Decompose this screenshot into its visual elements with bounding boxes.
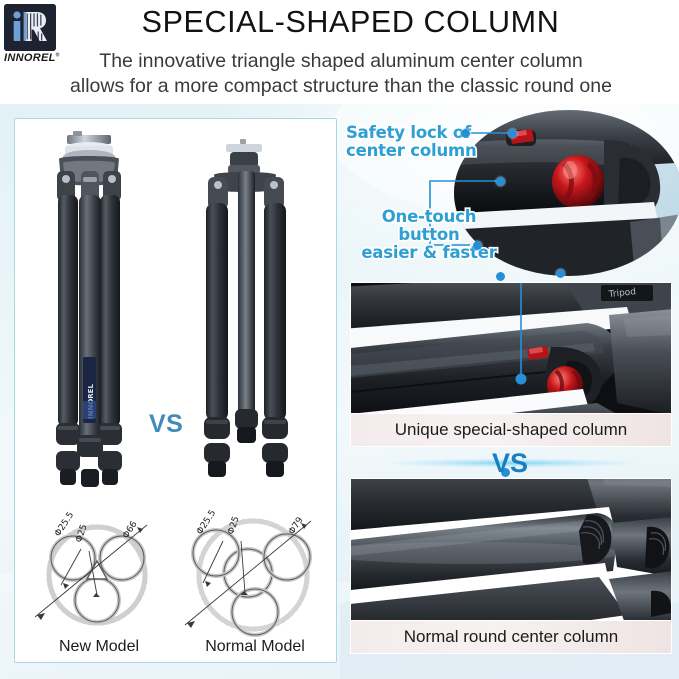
callout-onetouch-line-2: button — [397, 224, 462, 245]
normal-model-caption: Normal Model — [205, 638, 305, 655]
connector-dot-panel-mid — [496, 272, 505, 281]
connector-dot-safety-target — [508, 129, 517, 138]
callout-connector-lines — [429, 132, 510, 246]
page-header: INNOREL® SPECIAL-SHAPED COLUMN The innov… — [0, 0, 679, 104]
vs-glow-decoration — [348, 456, 674, 470]
safety-lock-inset-group: Safety lock of center column One-touch b… — [344, 110, 679, 278]
connector-dot-onetouch-label — [473, 241, 482, 250]
normal-model-cross-section-icon: Φ25.5 Φ25 Φ79 — [184, 508, 312, 637]
callout-safety-line-2: center column — [344, 140, 478, 161]
connector-dot-onetouch-target — [496, 177, 505, 186]
svg-text:Tripod: Tripod — [607, 287, 636, 300]
callout-one-touch-button: One-touch button easier & faster — [354, 206, 504, 263]
subtitle-line-2: allows for a more compact structure than… — [70, 75, 612, 97]
connector-dot-panel-bot — [501, 468, 510, 477]
subtitle-line-1: The innovative triangle shaped aluminum … — [99, 50, 583, 72]
new-model-caption: New Model — [58, 638, 140, 655]
logo-badge — [4, 4, 56, 51]
brand-wordmark-text: INNOREL — [4, 52, 56, 64]
diagram-new-model: Φ25.5 Φ25 Φ66 New Model — [19, 505, 179, 662]
unique-column-panel: Tripod — [350, 282, 672, 447]
trademark-symbol: ® — [55, 52, 60, 59]
product-comparison-panel: INNOREL VS — [14, 118, 337, 663]
callout-onetouch-line-1: One-touch — [380, 206, 478, 227]
safety-lock-closeup-circle-photo — [454, 110, 679, 276]
connector-dot-column-lower — [556, 269, 565, 278]
diagram-normal-model: Φ25.5 Φ25 Φ79 Normal Model — [175, 505, 335, 662]
ir-monogram-icon — [4, 4, 56, 51]
connector-dot-safety-label — [461, 129, 470, 138]
callout-onetouch-line-3: easier & faster — [360, 242, 499, 263]
new-model-cross-section-icon: Φ25.5 Φ25 Φ66 — [34, 510, 148, 626]
brand-logo: INNOREL® — [4, 4, 62, 68]
callout-safety-line-1: Safety lock of — [344, 122, 472, 143]
diameter-diagrams: Φ25.5 Φ25 Φ66 New Model — [15, 505, 336, 662]
unique-column-caption: Unique special-shaped column — [394, 420, 628, 439]
normal-column-caption: Normal round center column — [403, 627, 619, 646]
feature-detail-column: Safety lock of center column One-touch b… — [344, 110, 679, 668]
normal-model-label-column: Φ25 — [226, 515, 241, 536]
comparison-vs-label: VS — [149, 410, 184, 438]
callout-safety-lock: Safety lock of center column — [344, 122, 478, 161]
brand-wordmark: INNOREL® — [4, 52, 62, 64]
tripod-new-model-image: INNOREL — [56, 131, 122, 487]
unique-column-caption-bar: Unique special-shaped column — [351, 413, 671, 446]
page-title: SPECIAL-SHAPED COLUMN — [141, 5, 560, 39]
new-model-label-outer: Φ66 — [121, 519, 140, 540]
tripod-normal-model-image — [204, 139, 288, 477]
panel-comparison-vs-label: VS — [492, 448, 529, 478]
normal-column-panel: Normal round center column — [350, 478, 672, 654]
normal-column-caption-bar: Normal round center column — [351, 620, 671, 653]
page-subtitle: The innovative triangle shaped aluminum … — [34, 49, 648, 99]
